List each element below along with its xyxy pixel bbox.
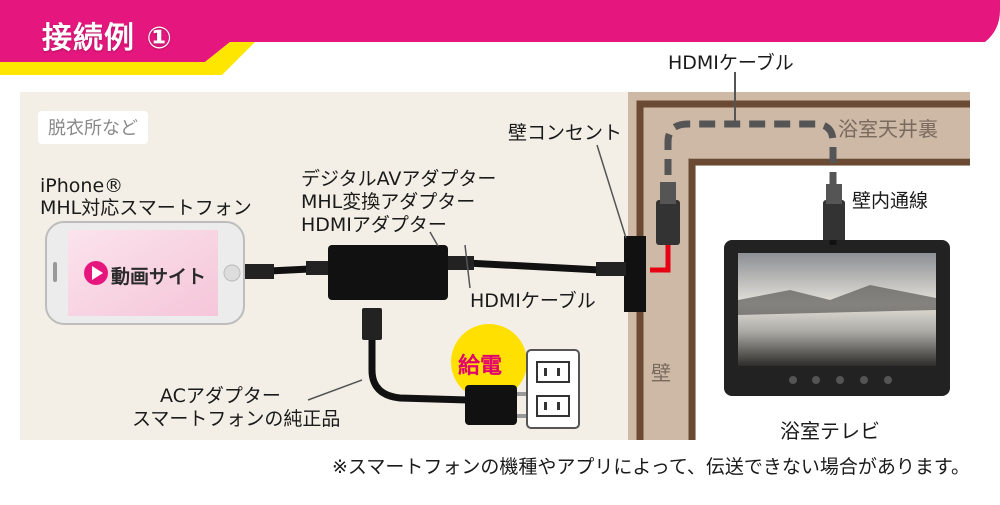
adapter-label-line1: デジタルAVアダプター: [301, 168, 497, 190]
power-cable: [368, 335, 469, 404]
title-band: [0, 0, 1000, 62]
power-badge: [451, 324, 527, 400]
hdmi-cable-label-top: HDMIケーブル: [668, 52, 794, 74]
adapter-label-line2: MHL変換アダプター: [301, 191, 476, 213]
adapter-box: [328, 245, 448, 300]
adapter-label-line3: HDMIアダプター: [301, 214, 447, 236]
ac-adapter-label-line2: スマートフォンの純正品: [132, 408, 341, 430]
ceiling-label: 浴室天井裏: [838, 117, 938, 141]
phone-label-line1: iPhone®: [40, 175, 124, 197]
wall-outlet-plate: [624, 236, 646, 312]
wall-outlet-label: 壁コンセント: [508, 122, 623, 144]
tv-cable-connector: [823, 200, 845, 245]
title-accent: [0, 42, 255, 75]
red-wire: [650, 245, 671, 273]
footnote: ※スマートフォンの機種やアプリによって、伝送できない場合があります。: [332, 456, 970, 478]
ac-adapter: [465, 385, 517, 425]
wall-region: [628, 92, 970, 440]
video-site-label: 動画サイト: [111, 266, 207, 288]
page-title: 接続例 ①: [42, 21, 173, 56]
phone-label-line2: MHL対応スマートフォン: [40, 197, 252, 219]
wall-inner-line: [688, 158, 970, 440]
in-wall-cable-dashed: [664, 120, 837, 200]
ac-adapter-label-line1: ACアダプター: [160, 385, 281, 407]
location-badge: 脱衣所など: [38, 111, 148, 144]
wall-outer-line: [636, 100, 970, 440]
hdmi-cable-label-bottom: HDMIケーブル: [470, 290, 596, 312]
in-wall-wiring-label: 壁内通線: [852, 190, 929, 212]
wall-connector-upper: [656, 200, 680, 245]
tv-label: 浴室テレビ: [780, 419, 880, 443]
power-label: 給電: [458, 354, 503, 379]
wall-label: 壁: [651, 361, 671, 385]
